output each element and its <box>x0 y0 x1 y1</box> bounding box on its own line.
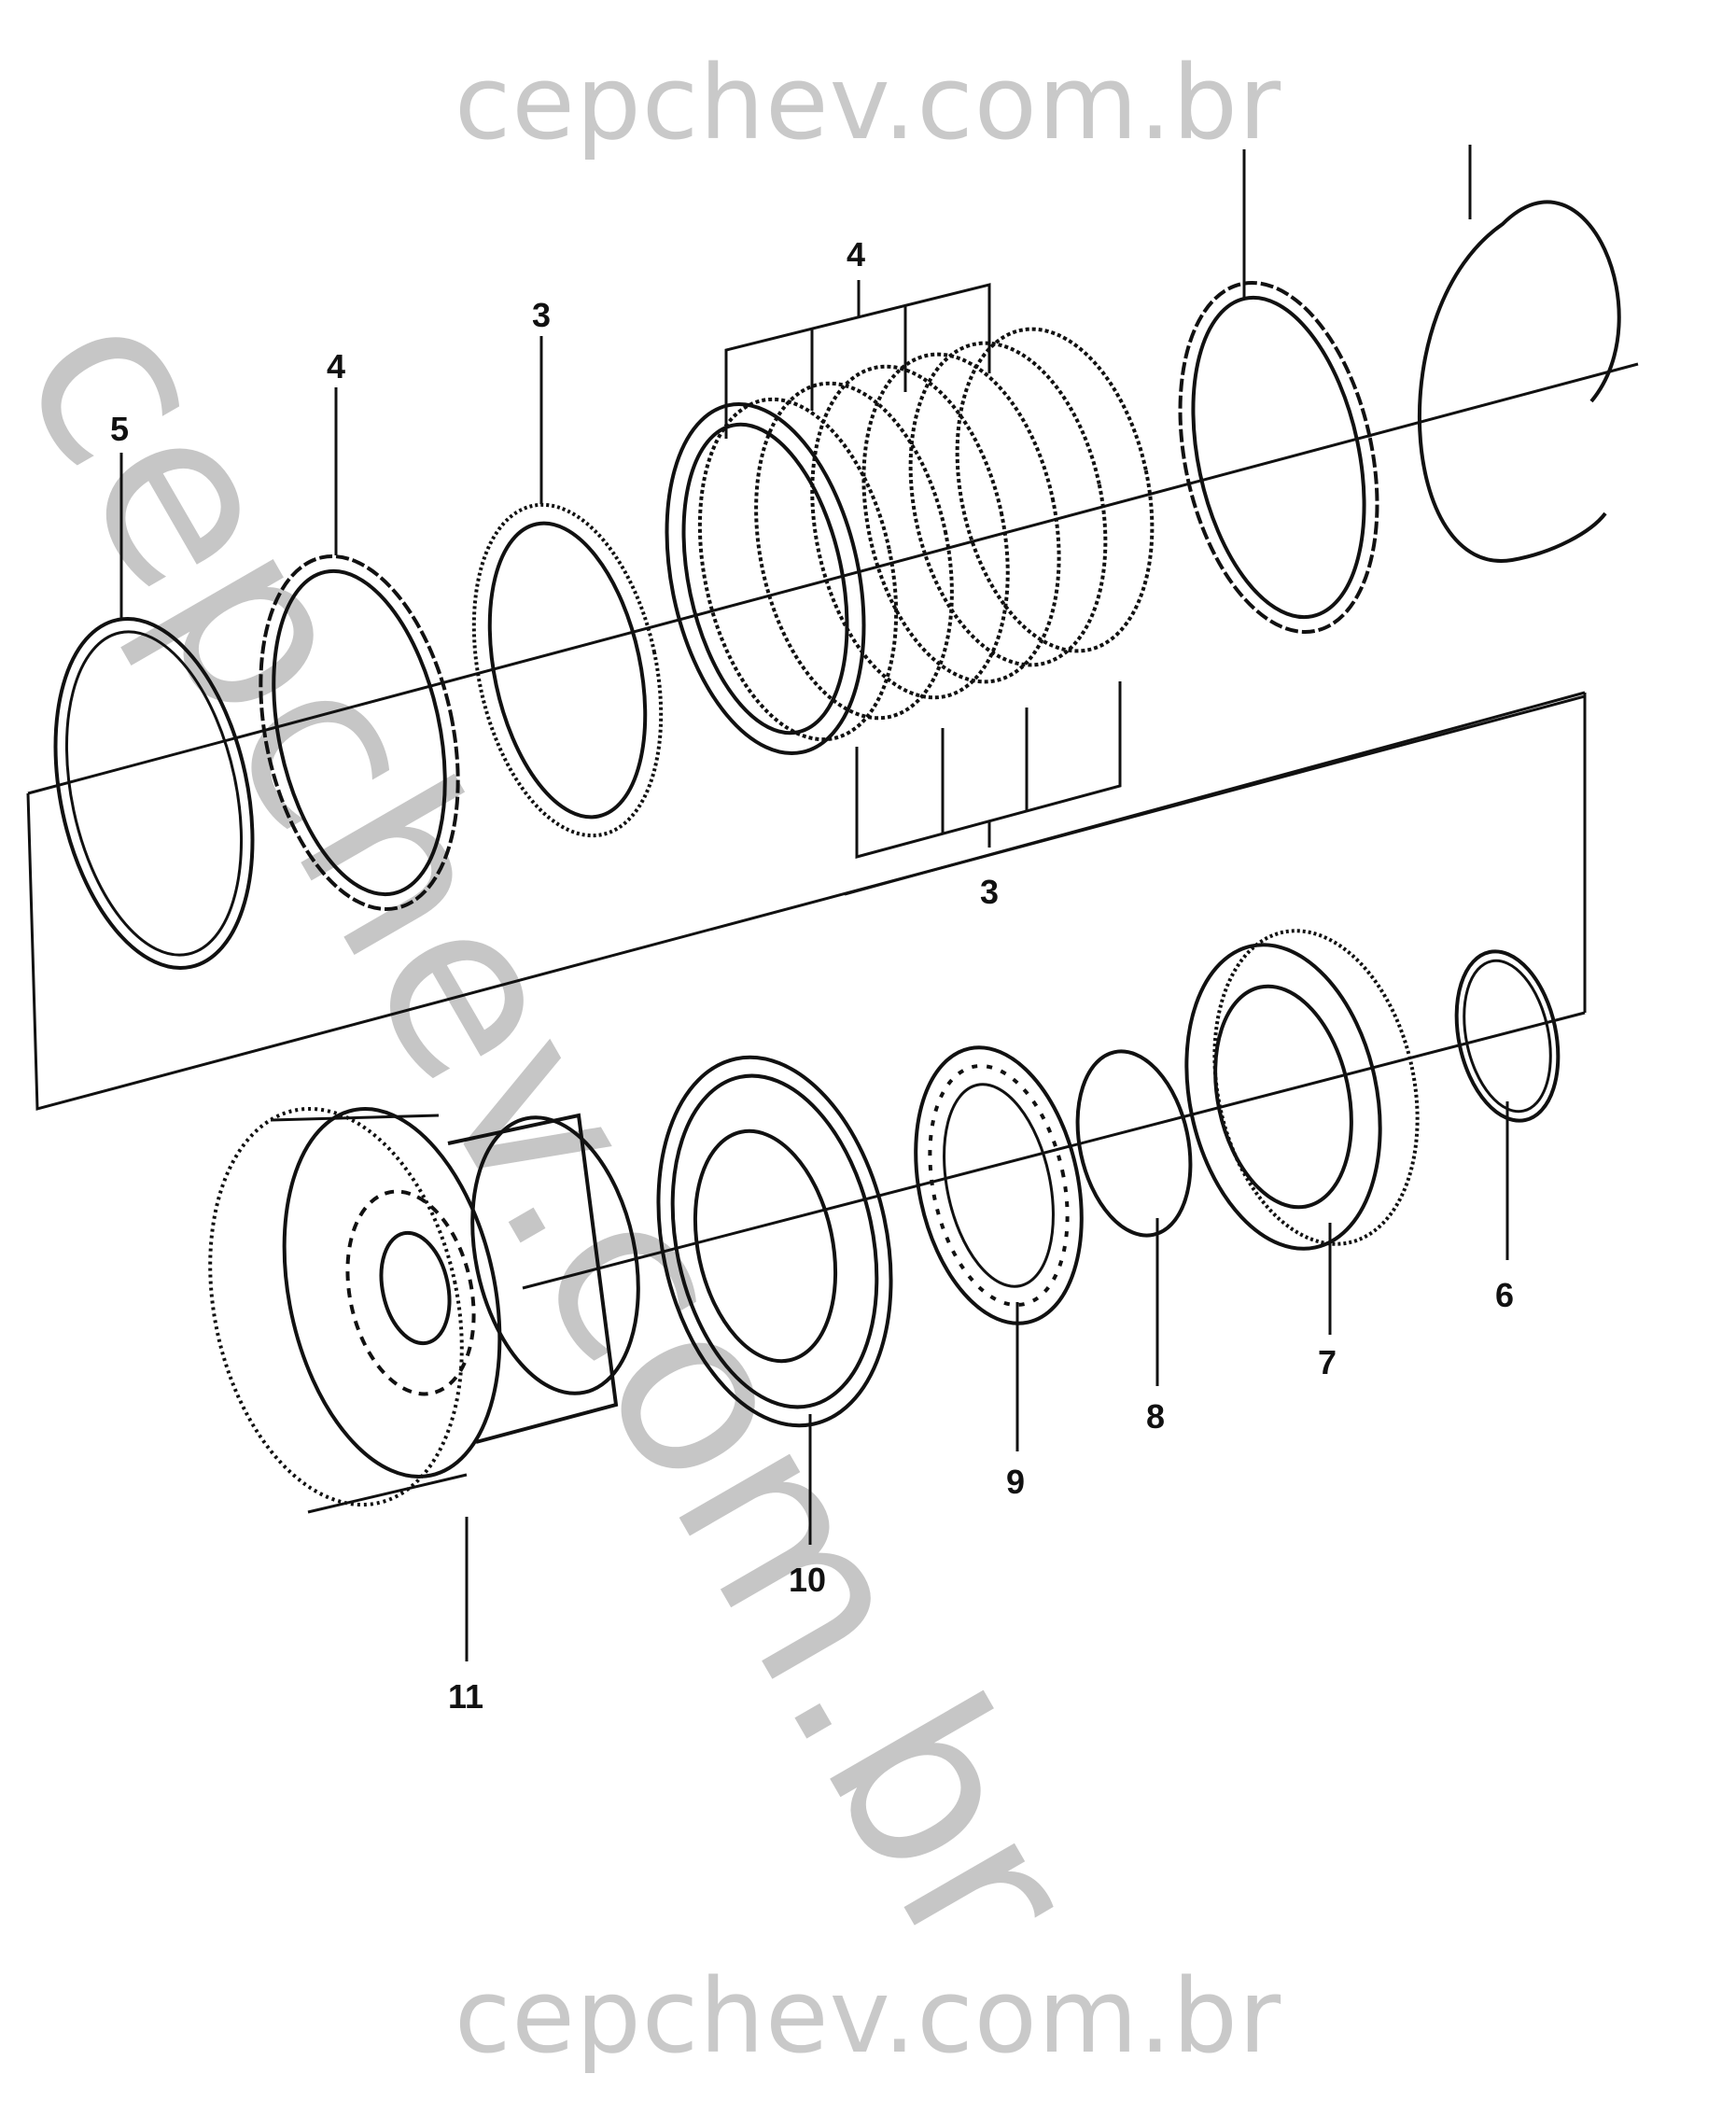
callout-5: 5 <box>110 410 129 448</box>
clutch-pack-stack <box>665 327 1155 756</box>
part-7-ring-gear <box>1184 929 1420 1335</box>
group-3-bracket <box>855 681 1122 859</box>
part-3-friction-plate <box>471 502 664 838</box>
callout-10: 10 <box>789 1561 826 1599</box>
part-steel-plate-right <box>1178 149 1379 635</box>
callout-3-top: 3 <box>532 296 551 334</box>
part-10-bearing-race <box>656 1055 893 1545</box>
callout-11: 11 <box>448 1677 483 1716</box>
part-8-thin-ring <box>1075 1049 1193 1386</box>
part-4-steel-plate <box>259 554 460 911</box>
watermark-bottom: cepchev.com.br <box>454 1956 1282 2076</box>
callout-4-group: 4 <box>847 235 865 273</box>
callout-7: 7 <box>1318 1343 1337 1381</box>
upper-axis-line <box>27 362 1639 795</box>
callout-3-group: 3 <box>980 873 999 911</box>
watermark-top: cepchev.com.br <box>454 43 1282 162</box>
part-9-thrust-bearing <box>914 1045 1084 1451</box>
part-11-clutch-drum <box>208 1106 640 1661</box>
part-snap-ring <box>1417 145 1621 563</box>
part-6-small-ring <box>1454 949 1561 1260</box>
callout-8: 8 <box>1146 1397 1165 1436</box>
lower-axis-line <box>522 1011 1586 1290</box>
callout-6: 6 <box>1495 1276 1514 1314</box>
part-5-plate <box>53 616 255 971</box>
callout-9: 9 <box>1006 1463 1025 1501</box>
bracket-top-right <box>844 691 1586 896</box>
callout-4-left: 4 <box>327 347 345 385</box>
